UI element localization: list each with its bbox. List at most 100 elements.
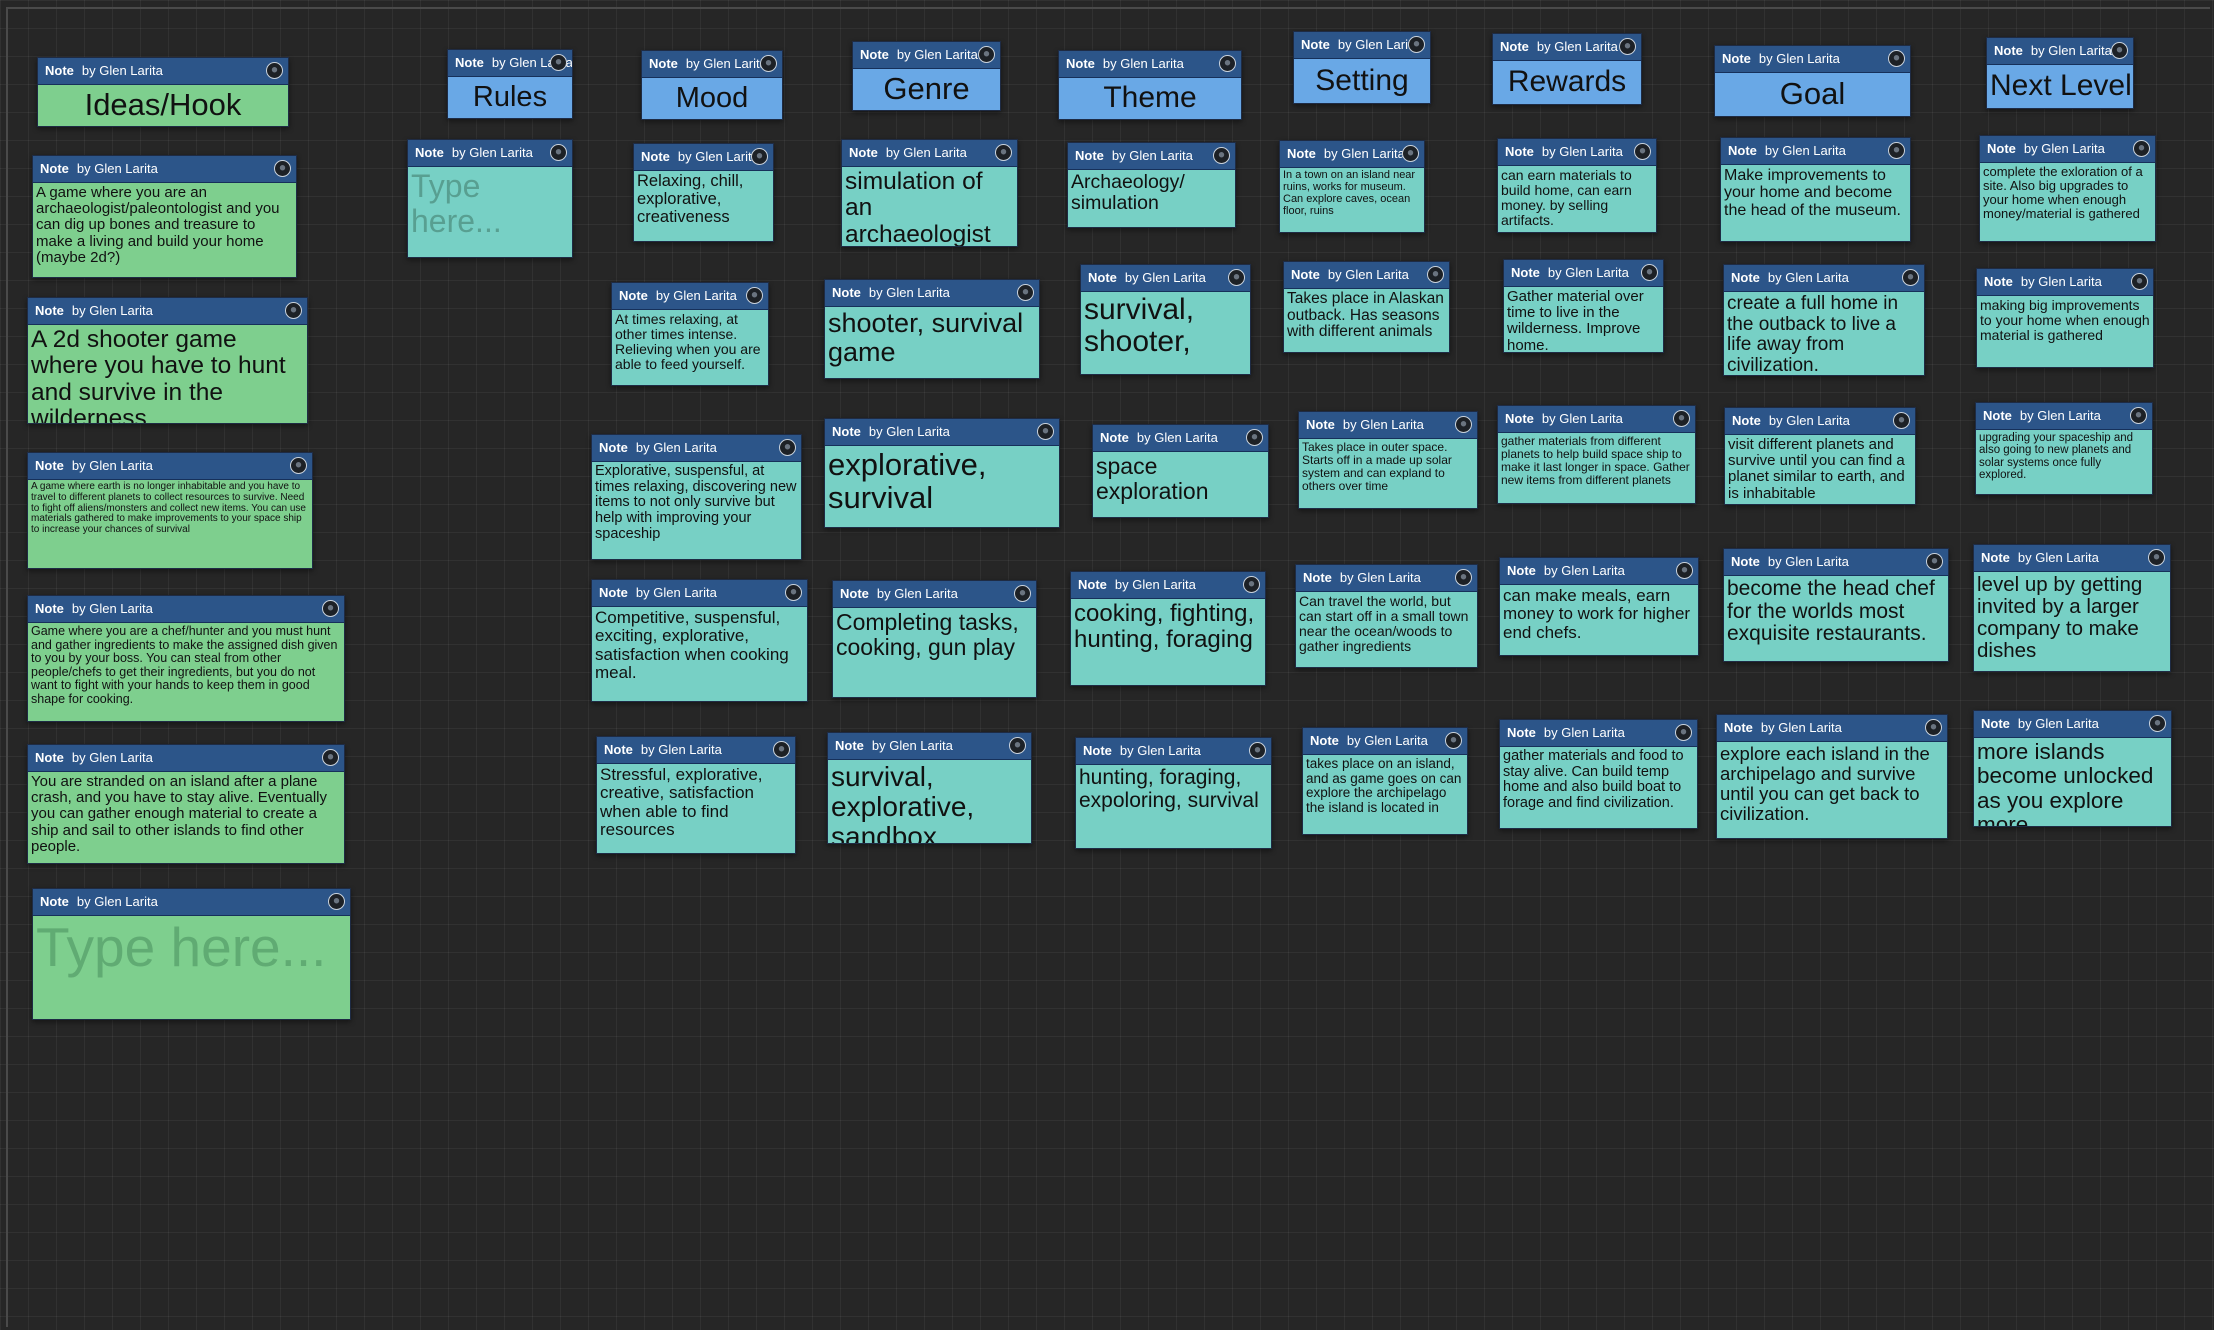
note-text[interactable]: create a full home in the outback to liv… <box>1727 293 1899 375</box>
note-text[interactable]: simulation of an archaeologist <box>845 168 991 246</box>
note-text[interactable]: Can travel the world, but can start off … <box>1299 593 1469 655</box>
author-avatar-icon[interactable] <box>1246 429 1263 446</box>
author-avatar-icon[interactable] <box>2148 549 2165 566</box>
note-text[interactable]: Rewards <box>1507 65 1627 98</box>
author-avatar-icon[interactable] <box>1402 145 1419 162</box>
note-text[interactable]: A 2d shooter game where you have to hunt… <box>31 326 286 423</box>
note-text[interactable]: space exploration <box>1096 453 1209 504</box>
author-avatar-icon[interactable] <box>773 741 790 758</box>
author-avatar-icon[interactable] <box>1037 423 1054 440</box>
note-text[interactable]: explorative, survival <box>828 447 987 516</box>
note-text[interactable]: Next Level <box>1990 69 2132 102</box>
note-text[interactable]: A game where earth is no longer inhabita… <box>31 481 306 536</box>
note-text[interactable]: Make improvements to your home and becom… <box>1724 167 1901 219</box>
note-text[interactable]: can make meals, earn money to work for h… <box>1503 586 1691 642</box>
note-text[interactable]: Genre <box>883 71 970 106</box>
note-text[interactable]: Setting <box>1315 64 1409 97</box>
author-avatar-icon[interactable] <box>550 144 567 161</box>
note-text[interactable]: upgrading your spaceship and also going … <box>1979 432 2134 482</box>
note-text[interactable]: Archaeology/ simulation <box>1071 171 1185 215</box>
author-avatar-icon[interactable] <box>1009 737 1026 754</box>
note-text[interactable]: Theme <box>1103 81 1197 114</box>
author-avatar-icon[interactable] <box>978 46 995 63</box>
note-text[interactable]: Completing tasks, cooking, gun play <box>836 609 1019 660</box>
author-avatar-icon[interactable] <box>1228 269 1245 286</box>
author-avatar-icon[interactable] <box>1014 585 1031 602</box>
note-text[interactable]: You are stranded on an island after a pl… <box>31 773 328 855</box>
note-text[interactable]: Takes place in outer space. Starts off i… <box>1302 440 1452 493</box>
author-avatar-icon[interactable] <box>1219 55 1236 72</box>
author-avatar-icon[interactable] <box>266 62 283 79</box>
note-text[interactable]: Takes place in Alaskan outback. Has seas… <box>1287 290 1444 341</box>
note-text[interactable]: In a town on an island near ruins, works… <box>1283 169 1416 217</box>
note-text[interactable]: survival, explorative, sandbox <box>831 761 975 843</box>
note-text[interactable]: Stressful, explorative, creative, satisf… <box>600 765 763 840</box>
note-text[interactable]: Goal <box>1779 76 1846 111</box>
note-text[interactable]: can earn materials to build home, can ea… <box>1501 167 1632 229</box>
author-avatar-icon[interactable] <box>1455 416 1472 433</box>
note-text[interactable]: gather materials from different planets … <box>1501 434 1690 487</box>
author-avatar-icon[interactable] <box>1641 264 1658 281</box>
note-text[interactable]: cooking, fighting, hunting, foraging <box>1074 600 1255 653</box>
author-avatar-icon[interactable] <box>1676 562 1693 579</box>
author-avatar-icon[interactable] <box>1017 284 1034 301</box>
author-avatar-icon[interactable] <box>328 893 345 910</box>
note-text[interactable]: level up by getting invited by a larger … <box>1977 573 2143 663</box>
note-text[interactable]: explore each island in the archipelago a… <box>1720 743 1930 824</box>
author-avatar-icon[interactable] <box>1249 742 1266 759</box>
note-text[interactable]: Competitive, suspensful, exciting, explo… <box>595 608 789 683</box>
author-avatar-icon[interactable] <box>995 144 1012 161</box>
author-avatar-icon[interactable] <box>1445 732 1462 749</box>
